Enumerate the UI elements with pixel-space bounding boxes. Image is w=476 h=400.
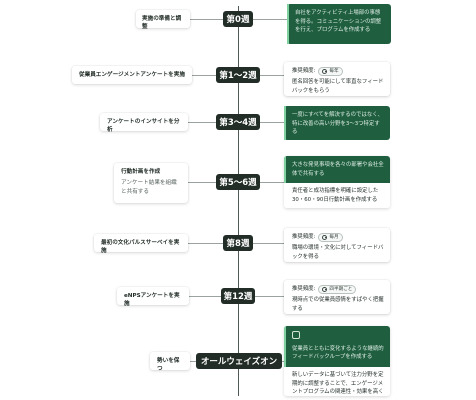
week-label: 第5〜6週 xyxy=(216,174,260,190)
left-card-title: eNPSアンケートを実施 xyxy=(124,293,180,308)
left-card: アンケートのインサイトを分析 xyxy=(100,113,188,133)
right-card-text: 大きな発見事項を各々の部署や会社全体で共有する xyxy=(292,162,384,177)
right-card-body: 新しいデータに基づいて注力分野を定期的に調整することで、エンゲージメントプログラ… xyxy=(284,366,390,396)
accent-edge xyxy=(284,106,286,140)
week-label: 第12週 xyxy=(221,288,255,304)
timeline-spine xyxy=(238,6,239,396)
frequency-chip: 毎年 xyxy=(318,67,343,76)
right-card: 推奨頻度: 毎年 匿名回答を可能にして率直なフィードバックをもらう xyxy=(284,62,390,96)
right-card-text: 自社をアクティビティ上場部の事態を得る。コミュニケーションの調整を行え、プログラ… xyxy=(295,10,382,34)
right-card-text: 一度にすべてを解決するのではなく、特に改善の高い分野を3〜3つ特定する xyxy=(292,112,383,136)
left-card-title: 勢いを保つ xyxy=(157,358,180,373)
right-card-text: 匿名回答を可能にして率直なフィードバックをもらう xyxy=(292,79,384,94)
hand-icon xyxy=(292,331,300,339)
left-card-subtext: アンケート結果を組織と共有する xyxy=(121,180,177,195)
week-label: 第0週 xyxy=(223,11,253,27)
accent-edge xyxy=(284,156,286,184)
left-card: 勢いを保つ xyxy=(150,352,190,372)
right-card-header: 大きな発見事項を各々の部署や会社全体で共有する xyxy=(284,156,390,184)
frequency-chip-text: 毎月 xyxy=(329,235,339,240)
right-card: 大きな発見事項を各々の部署や会社全体で共有する 責任者と成功指標を明確に設定した… xyxy=(284,156,390,208)
clock-icon xyxy=(322,287,328,292)
week-label: 第3〜4週 xyxy=(216,114,260,130)
left-card-title: 実施の準備と調整 xyxy=(142,16,182,31)
frequency-row: 推奨頻度: 四半期ごと xyxy=(292,285,384,294)
left-card: 最初の文化パルスサーベイを実施 xyxy=(94,234,188,254)
left-card-title: 従業員エンゲージメントアンケートを実施 xyxy=(79,72,185,78)
week-label: 第8週 xyxy=(223,235,253,251)
frequency-row: 推奨頻度: 毎年 xyxy=(292,67,384,76)
frequency-label: 推奨頻度: xyxy=(292,234,316,241)
clock-icon xyxy=(322,69,328,74)
frequency-label: 推奨頻度: xyxy=(292,68,316,75)
right-card-text: 責任者と成功指標を明確に設定した30・60・90日行動計画を作成する xyxy=(292,188,379,203)
frequency-chip: 四半期ごと xyxy=(318,285,357,294)
left-card: 従業員エンゲージメントアンケートを実施 xyxy=(72,66,192,84)
frequency-label: 推奨頻度: xyxy=(292,286,316,293)
accent-edge xyxy=(284,326,286,367)
left-card-title: アンケートのインサイトを分析 xyxy=(107,119,180,134)
right-card-text: 従業員とともに変化するような継続的フィードバックループを作成する xyxy=(292,345,384,361)
clock-icon xyxy=(322,235,328,240)
right-card-header: 従業員とともに変化するような継続的フィードバックループを作成する xyxy=(284,326,390,367)
left-card-title: 行動計画を作成 xyxy=(121,169,161,175)
right-card-body: 責任者と成功指標を明確に設定した30・60・90日行動計画を作成する xyxy=(284,183,390,208)
frequency-chip: 毎月 xyxy=(318,233,343,242)
left-card: 実施の準備と調整 xyxy=(136,10,190,30)
right-card: 自社をアクティビティ上場部の事態を得る。コミュニケーションの調整を行え、プログラ… xyxy=(287,4,391,44)
frequency-row: 推奨頻度: 毎月 xyxy=(292,233,384,242)
right-card-text: 現時点での従業員感情をすばやく把握する xyxy=(292,297,384,312)
right-card-text: 職場の環境・文化に対してフィードバックを得る xyxy=(292,245,384,260)
right-card: 推奨頻度: 四半期ごと 現時点での従業員感情をすばやく把握する xyxy=(284,280,390,314)
left-card: 行動計画を作成 アンケート結果を組織と共有する xyxy=(114,163,188,203)
week-label: オールウェイズオン xyxy=(196,353,282,369)
right-card: 一度にすべてを解決するのではなく、特に改善の高い分野を3〜3つ特定する xyxy=(284,106,390,140)
frequency-chip-text: 毎年 xyxy=(329,69,339,74)
left-card-title: 最初の文化パルスサーベイを実施 xyxy=(101,240,180,255)
right-card-text: 新しいデータに基づいて注力分野を定期的に調整することで、エンゲージメントプログラ… xyxy=(292,371,384,396)
frequency-chip-text: 四半期ごと xyxy=(329,287,353,292)
right-card: 従業員とともに変化するような継続的フィードバックループを作成する 新しいデータに… xyxy=(284,326,390,396)
left-card: eNPSアンケートを実施 xyxy=(117,287,189,307)
accent-edge xyxy=(287,4,289,44)
right-card: 推奨頻度: 毎月 職場の環境・文化に対してフィードバックを得る xyxy=(284,228,390,262)
week-label: 第1〜2週 xyxy=(216,67,260,83)
